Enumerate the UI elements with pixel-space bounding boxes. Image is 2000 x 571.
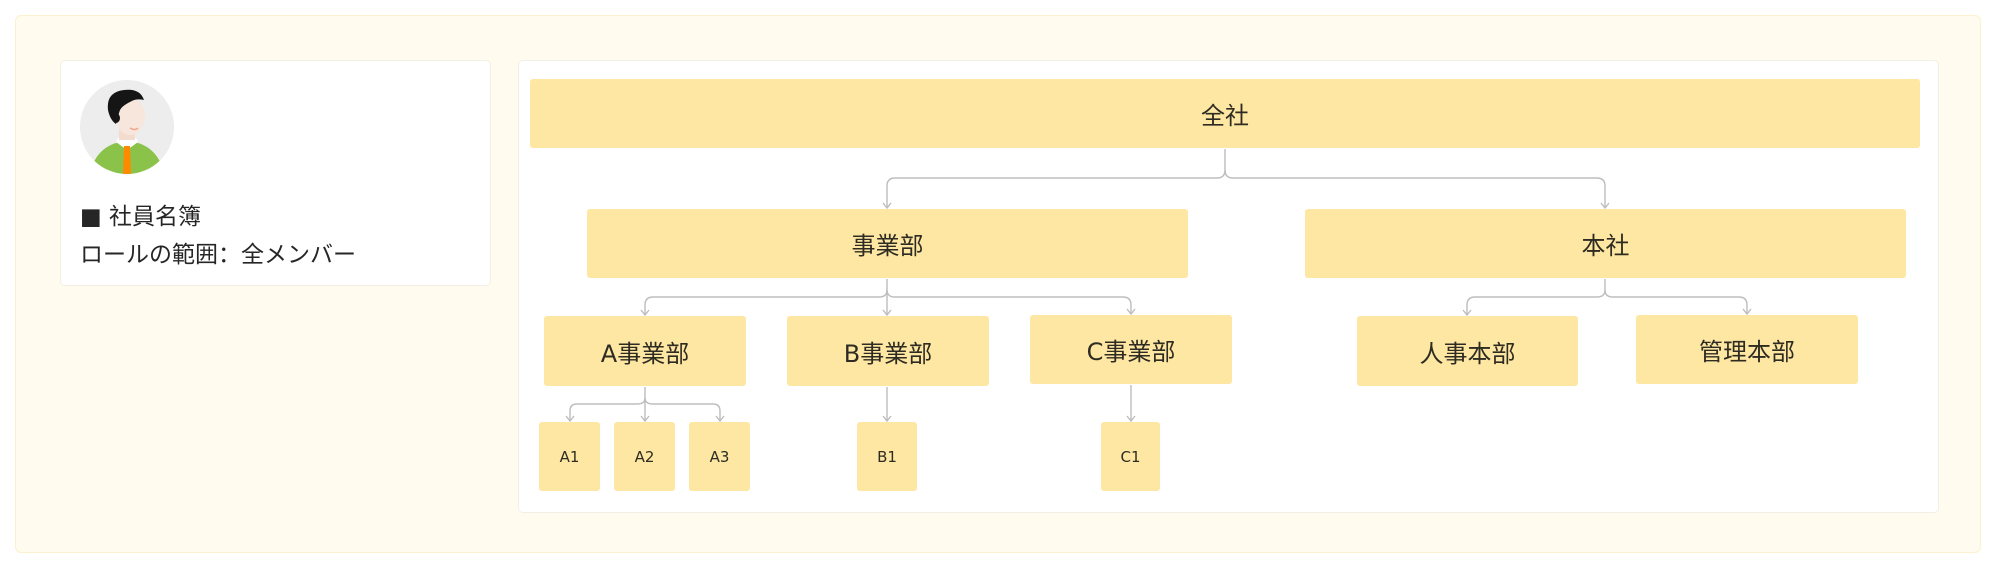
org-node-a2[interactable]: A2 [614, 422, 675, 491]
profile-info: ■ 社員名簿 ロールの範囲：全メンバー [80, 198, 356, 274]
org-node-hr-headquarters[interactable]: 人事本部 [1357, 316, 1578, 386]
org-node-a3[interactable]: A3 [689, 422, 750, 491]
org-node-headquarters[interactable]: 本社 [1305, 209, 1906, 278]
org-node-a-division[interactable]: A事業部 [544, 316, 746, 386]
role-scope-label: ロールの範囲：全メンバー [80, 242, 356, 268]
org-node-root[interactable]: 全社 [530, 79, 1920, 148]
org-node-business-division[interactable]: 事業部 [587, 209, 1188, 278]
directory-title: ■ 社員名簿 [80, 204, 202, 230]
org-node-c1[interactable]: C1 [1101, 422, 1160, 491]
org-node-b1[interactable]: B1 [857, 422, 917, 491]
org-node-b-division[interactable]: B事業部 [787, 316, 989, 386]
org-node-a1[interactable]: A1 [539, 422, 600, 491]
person-avatar-icon [80, 80, 174, 174]
org-node-admin-headquarters[interactable]: 管理本部 [1636, 315, 1858, 384]
org-node-c-division[interactable]: C事業部 [1030, 315, 1232, 384]
